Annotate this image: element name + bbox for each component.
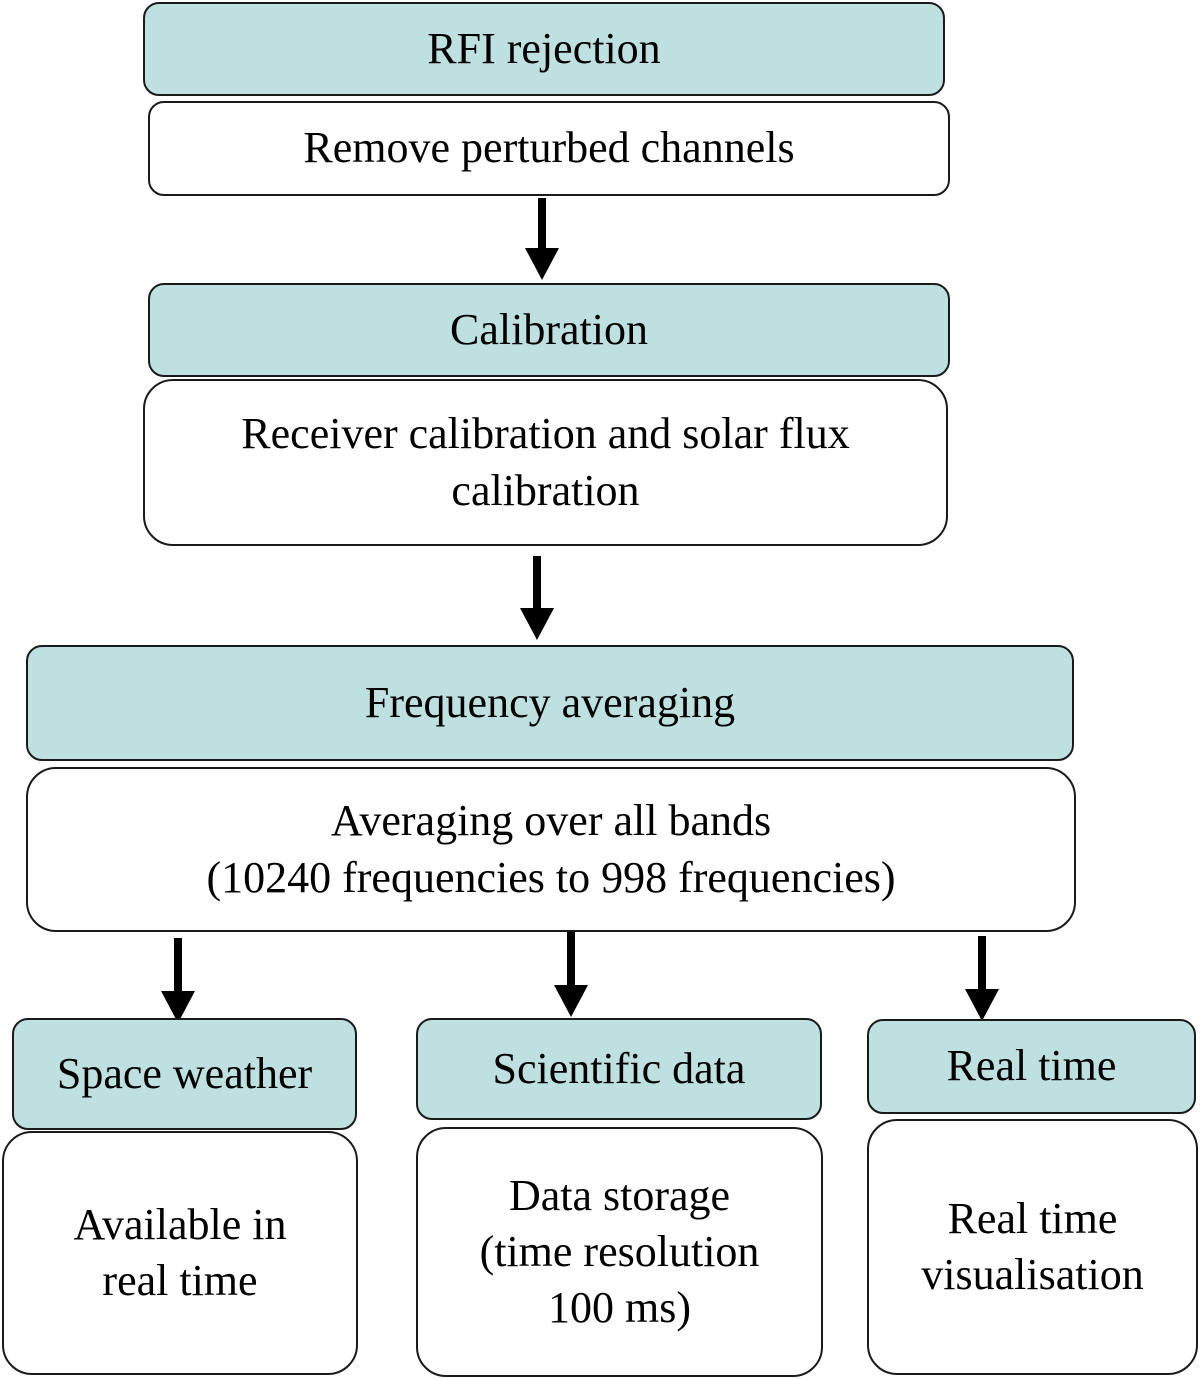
rfi-rejection-header: RFI rejection [143,2,945,96]
calibration-desc-line-1: Receiver calibration and solar flux [241,409,850,459]
real-time-title: Real time [946,1041,1117,1091]
calibration-desc-line-2: calibration [451,465,640,515]
calibration-body: Receiver calibration and solar flux cali… [143,379,948,546]
arrow-to-real-time [978,936,986,991]
frequency-averaging-title: Frequency averaging [364,677,736,727]
arrow-to-scientific-data [567,932,575,987]
frequency-averaging-desc-line-2: (10240 frequencies to 998 frequencies) [206,852,896,902]
arrow-to-space-weather [174,938,182,993]
space-weather-title: Space weather [56,1048,313,1098]
calibration-title: Calibration [450,304,648,354]
space-weather-body: Available in real time [2,1131,358,1375]
frequency-averaging-body: Averaging over all bands (10240 frequenc… [26,767,1076,932]
rfi-rejection-desc: Remove perturbed channels [303,123,795,173]
rfi-rejection-body: Remove perturbed channels [148,101,950,196]
calibration-header: Calibration [148,283,950,377]
scientific-data-title: Scientific data [492,1043,746,1093]
frequency-averaging-desc-line-1: Averaging over all bands [330,796,772,846]
arrow-rfi-to-calibration [538,198,546,250]
scientific-data-header: Scientific data [416,1018,822,1120]
rfi-rejection-title: RFI rejection [427,23,661,73]
scientific-data-desc-line-1: Data storage [508,1170,731,1220]
real-time-body: Real time visualisation [867,1119,1198,1375]
arrow-calibration-to-averaging [533,556,541,610]
scientific-data-desc-line-2: (time resolution [479,1226,760,1276]
space-weather-header: Space weather [12,1018,357,1130]
real-time-desc-line-1: Real time [947,1193,1118,1243]
frequency-averaging-header: Frequency averaging [26,645,1074,761]
scientific-data-desc-line-3: 100 ms) [548,1283,691,1333]
space-weather-desc-line-2: real time [102,1256,258,1305]
real-time-desc-line-2: visualisation [921,1250,1144,1299]
scientific-data-body: Data storage (time resolution 100 ms) [416,1127,823,1377]
space-weather-desc-line-1: Available in [73,1199,287,1249]
real-time-header: Real time [867,1019,1196,1114]
